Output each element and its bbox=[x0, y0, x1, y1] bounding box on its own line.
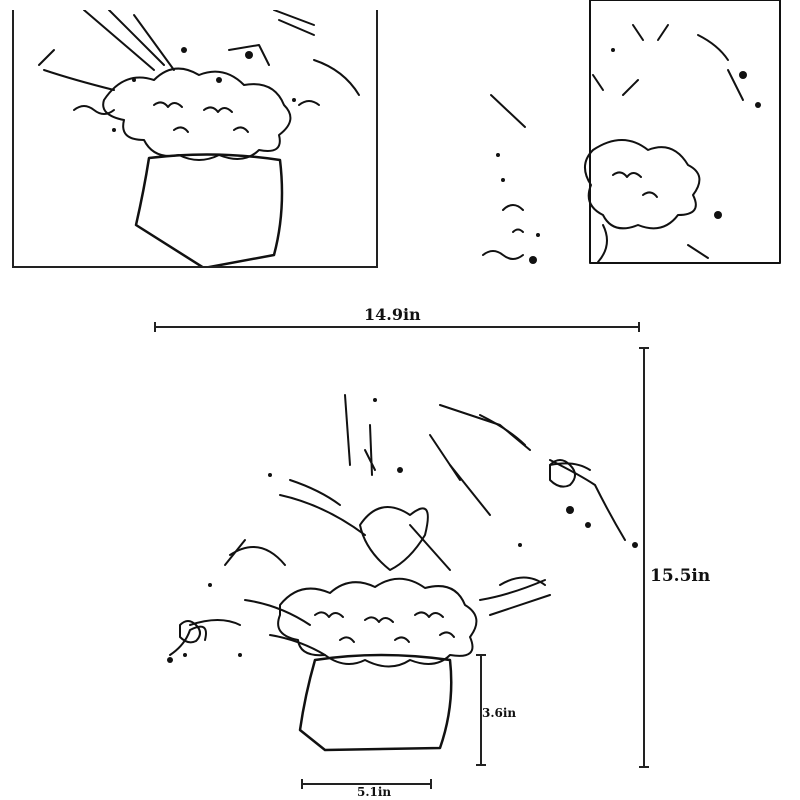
thumbnail-front-view[interactable] bbox=[12, 10, 378, 268]
main-flower-arrangement-illustration bbox=[167, 394, 638, 752]
thumbnail-detail-view[interactable] bbox=[473, 0, 781, 264]
height-dimension-cap-bottom bbox=[639, 766, 649, 768]
width-dimension-cap-left bbox=[154, 322, 156, 332]
width-dimension-line bbox=[155, 326, 640, 328]
height-dimension-line bbox=[643, 348, 645, 768]
pot-width-dimension-cap-right bbox=[430, 779, 432, 789]
pot-height-label: 3.6in bbox=[482, 706, 517, 720]
width-label: 14.9in bbox=[364, 305, 421, 324]
height-label: 15.5in bbox=[650, 566, 711, 586]
pot-width-label: 5.1in bbox=[357, 785, 392, 799]
height-dimension-cap-top bbox=[639, 347, 649, 349]
pot-height-dimension-cap-top bbox=[476, 654, 486, 656]
pot-width-dimension-line bbox=[302, 783, 432, 785]
flower-detail-illustration bbox=[482, 0, 781, 264]
pot-height-dimension-cap-bottom bbox=[476, 764, 486, 766]
width-dimension-cap-right bbox=[638, 322, 640, 332]
main-arrangement-view bbox=[150, 355, 650, 795]
pot-height-dimension-line bbox=[480, 655, 482, 765]
flower-arrangement-illustration bbox=[38, 10, 360, 266]
pot-width-dimension-cap-left bbox=[301, 779, 303, 789]
